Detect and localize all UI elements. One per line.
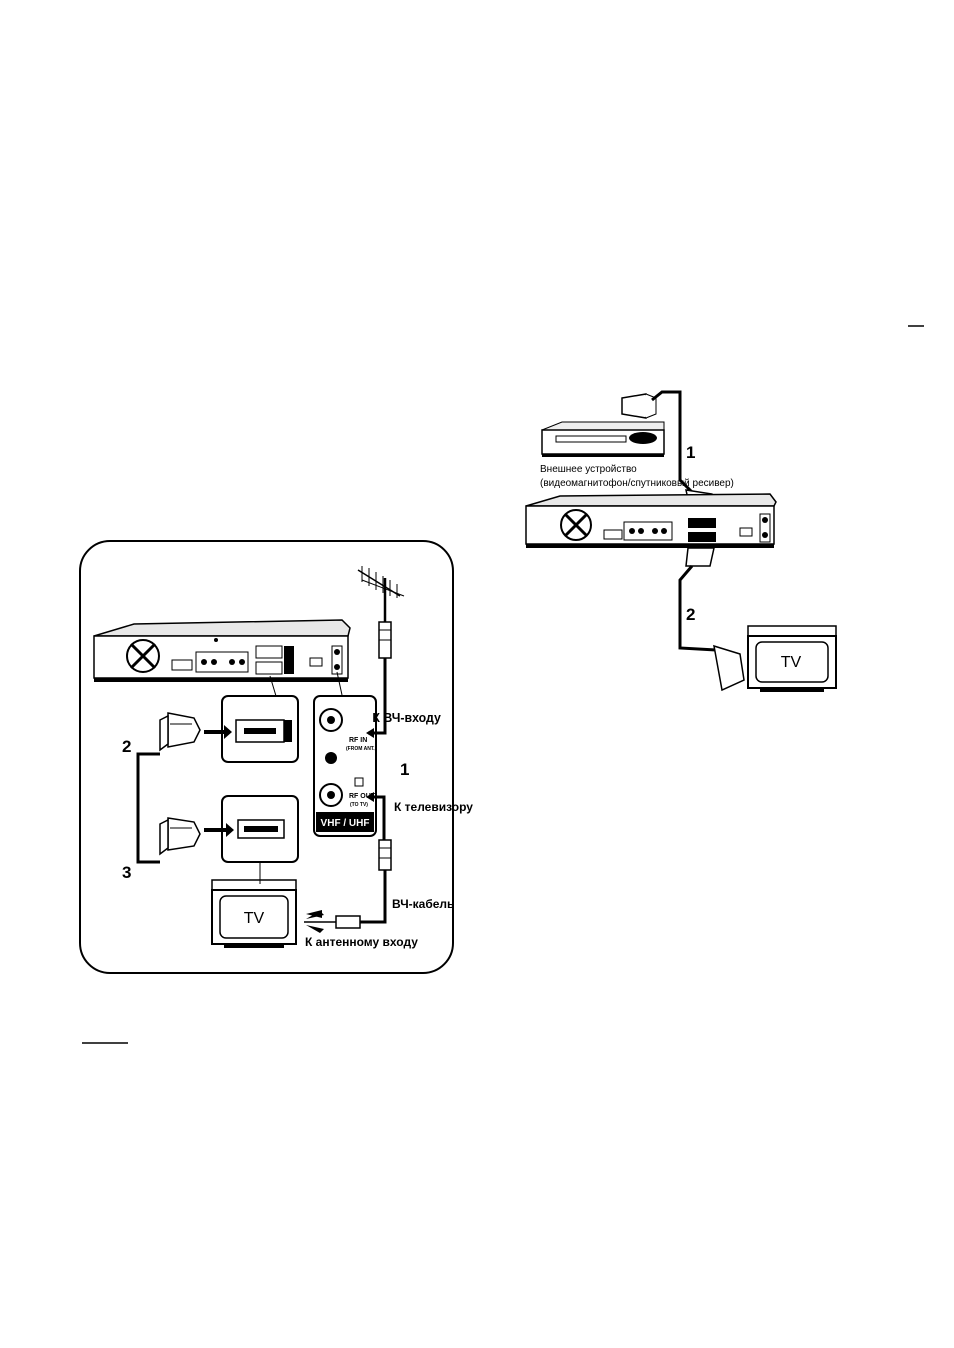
- label-rf-in: К ВЧ-входу: [372, 711, 440, 725]
- external-device-label-line1: Внешнее устройство: [540, 464, 637, 475]
- coax-plug-tv: [336, 916, 360, 928]
- step-2-left: 2: [122, 737, 131, 756]
- label-to-tv: К телевизору: [394, 800, 473, 814]
- panel-rf-out-sublabel: (TO TV): [350, 802, 368, 808]
- tv-label-right: TV: [781, 654, 802, 671]
- label-rf-cable: ВЧ-кабель: [392, 897, 454, 911]
- step-1-right: 1: [686, 443, 695, 462]
- scart-plug-tv-right: [714, 646, 744, 690]
- step-3-left: 3: [122, 863, 131, 882]
- scart-plug-external: [622, 394, 656, 418]
- panel-band-label: VHF / UHF: [321, 818, 370, 829]
- tv-set-left: TV: [212, 880, 296, 948]
- panel-rf-in-label: RF IN: [349, 737, 367, 744]
- antenna-connection-diagram: RF IN (FROM ANT.) RF OUT (TO TV) VHF / U…: [80, 541, 473, 973]
- step-2-right: 2: [686, 605, 695, 624]
- external-device: [542, 422, 664, 457]
- tv-label-left: TV: [244, 910, 265, 927]
- panel-rf-in-sublabel: (FROM ANT.): [346, 746, 377, 752]
- external-device-connection-diagram: Внешнее устройство (видеомагнитофон/спут…: [526, 392, 836, 692]
- external-device-label-line2: (видеомагнитофон/спутниковый ресивер): [540, 477, 734, 489]
- step-1-left: 1: [400, 760, 409, 779]
- recorder-rear-panel-right: [526, 494, 776, 548]
- recorder-rear-panel: [94, 620, 350, 682]
- tv-set-right: TV: [748, 626, 836, 692]
- scart-plug-recorder-out: [686, 548, 714, 566]
- label-antenna-in: К антенному входу: [305, 935, 418, 949]
- av-output-zoom: [222, 696, 298, 762]
- rf-panel-zoom: RF IN (FROM ANT.) RF OUT (TO TV) VHF / U…: [314, 696, 377, 836]
